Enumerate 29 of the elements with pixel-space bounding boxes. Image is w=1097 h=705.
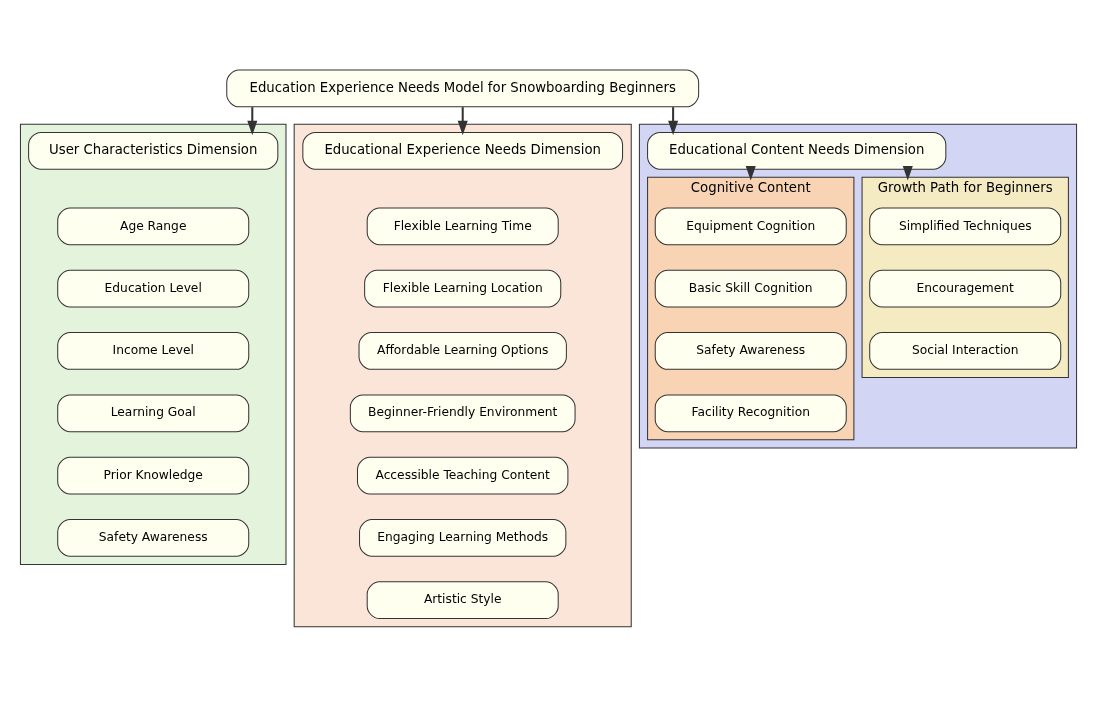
node-box: Facility Recognition xyxy=(654,394,847,433)
node-box: Engaging Learning Methods xyxy=(359,519,567,557)
arrow xyxy=(247,107,258,136)
node-box: Safety Awareness xyxy=(57,519,250,557)
node-box: Beginner-Friendly Environment xyxy=(349,394,576,433)
arrow xyxy=(668,107,679,136)
node-box: Learning Goal xyxy=(57,394,250,433)
node-box: Accessible Teaching Content xyxy=(357,456,569,495)
node-box: Prior Knowledge xyxy=(57,456,250,495)
node-box: Simplified Techniques xyxy=(869,207,1062,246)
node-box: Social Interaction xyxy=(869,332,1062,370)
node-box: User Characteristics Dimension xyxy=(28,131,279,170)
node-box: Flexible Learning Time xyxy=(366,207,559,246)
node-box: Educational Experience Needs Dimension xyxy=(302,131,624,170)
cluster xyxy=(638,123,1078,449)
node-box: Encouragement xyxy=(869,269,1062,308)
node-box: Basic Skill Cognition xyxy=(654,269,847,308)
node-box: Equipment Cognition xyxy=(654,207,847,246)
cluster xyxy=(19,123,287,565)
node-box: Income Level xyxy=(57,332,250,370)
node-box: Affordable Learning Options xyxy=(358,332,567,370)
cluster xyxy=(293,123,632,628)
node-box: Artistic Style xyxy=(366,581,559,620)
node-box: Education Experience Needs Model for Snowboarding Beginners xyxy=(226,69,700,108)
node-box: Flexible Learning Location xyxy=(364,269,562,308)
node-box: Safety Awareness xyxy=(654,332,847,370)
arrow xyxy=(457,107,468,136)
node-box: Age Range xyxy=(57,207,250,246)
node-box: Education Level xyxy=(57,269,250,308)
